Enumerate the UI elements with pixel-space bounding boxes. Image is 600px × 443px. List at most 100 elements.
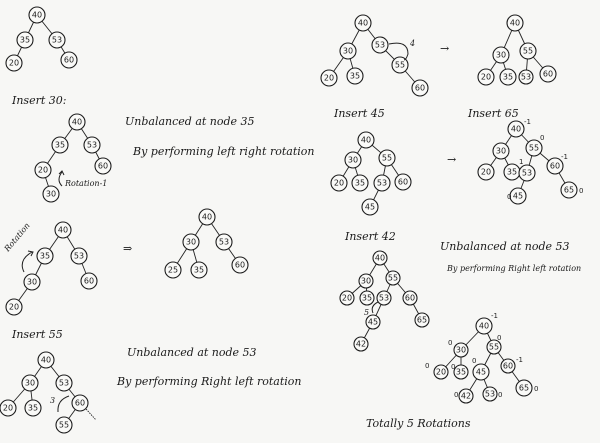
tree-node: 53	[215, 233, 233, 251]
tree-node: 45	[361, 198, 379, 216]
tree-node: 25	[164, 261, 182, 279]
svg-text:35: 35	[456, 368, 466, 377]
svg-text:35: 35	[362, 294, 372, 303]
arrowhead-icon	[27, 250, 34, 257]
tree-node: 60	[546, 157, 564, 175]
rotation-arrow-icon	[388, 42, 409, 61]
tree-node: 53	[55, 374, 73, 392]
tree-node: 40	[357, 131, 375, 149]
svg-text:53: 53	[377, 179, 387, 188]
svg-text:40: 40	[358, 19, 368, 28]
tree-node: 53	[518, 164, 536, 182]
tree-node: 20	[339, 290, 355, 306]
tree-node: 55	[525, 139, 543, 157]
tree-node: 65	[560, 181, 578, 199]
svg-text:53: 53	[59, 379, 69, 388]
insert-55-label: Insert 55	[11, 328, 63, 341]
insert-45-label: Insert 45	[333, 107, 385, 120]
svg-text:60: 60	[75, 399, 85, 408]
svg-text:53: 53	[52, 36, 62, 45]
svg-text:55: 55	[382, 154, 392, 163]
svg-text:65: 65	[519, 384, 529, 393]
rotation-1-label: Rotation-1	[64, 179, 107, 188]
tree-after-insert-65: 40 30 55 20 35 53 60 45 65 -1 0 1 -1 0 0	[477, 118, 583, 205]
tree-node: 30	[23, 273, 41, 291]
svg-text:60: 60	[503, 362, 513, 371]
tree-node: 42	[353, 336, 369, 352]
svg-text:35: 35	[507, 168, 517, 177]
tree-node: 40	[54, 221, 72, 239]
tree-node: 35	[503, 163, 521, 181]
tree-node: 40	[354, 14, 372, 32]
balance-factor: -1	[561, 153, 568, 161]
tree-node: 30	[344, 151, 362, 169]
tree-node: 35	[51, 136, 69, 154]
svg-text:53: 53	[485, 390, 495, 399]
tree-node: 20	[34, 161, 52, 179]
svg-text:45: 45	[513, 192, 523, 201]
arrow-right-2: →	[447, 153, 456, 166]
svg-text:35: 35	[194, 266, 204, 275]
svg-text:55: 55	[523, 47, 533, 56]
svg-text:30: 30	[25, 379, 35, 388]
tree-node: 60	[60, 51, 78, 69]
tree-node: 60	[402, 290, 418, 306]
svg-text:40: 40	[375, 254, 385, 263]
tree-node: 42	[458, 388, 474, 404]
tree-node: 53	[482, 386, 498, 402]
tree-node: 30	[492, 46, 510, 64]
svg-text:35: 35	[40, 252, 50, 261]
svg-text:40: 40	[510, 19, 520, 28]
tree-after-insert-45: 40 30 55 20 35 53 60 45	[330, 131, 412, 216]
tree-rotation-4-after: 40 30 55 20 35 53 60	[477, 14, 557, 86]
svg-text:20: 20	[342, 294, 352, 303]
svg-text:35: 35	[350, 72, 360, 81]
insert-30-label: Insert 30:	[11, 94, 66, 107]
svg-text:30: 30	[456, 346, 466, 355]
rotation-arrow-icon	[21, 251, 33, 273]
tree-rotation-2-after: 40 30 53 25 35 60	[164, 208, 249, 279]
svg-text:53: 53	[219, 238, 229, 247]
svg-text:35: 35	[20, 36, 30, 45]
tree-node: 55	[55, 416, 73, 434]
svg-text:42: 42	[461, 392, 471, 401]
rotation-arrow-icon	[58, 171, 63, 187]
tree-node: 20	[477, 163, 495, 181]
tree-node: 40	[198, 208, 216, 226]
total-rotations-text: Totally 5 Rotations	[366, 417, 471, 430]
svg-text:20: 20	[481, 73, 491, 82]
tree-node: 40	[475, 317, 493, 335]
balance-factor: -1	[524, 118, 531, 126]
tree-initial: 40 35 53 20 60	[5, 6, 78, 72]
rotation-arrow-icon	[371, 301, 379, 314]
balance-factor: 0	[454, 391, 458, 399]
tree-node: 55	[519, 42, 537, 60]
balance-factor: 0	[448, 339, 452, 347]
svg-text:20: 20	[334, 179, 344, 188]
arrow-right-1: →	[440, 42, 449, 55]
balance-factor: 0	[472, 357, 476, 365]
svg-text:65: 65	[417, 316, 427, 325]
balance-factor: 0	[540, 134, 544, 142]
rotation-arrow-icon	[57, 395, 70, 413]
tree-node: 30	[339, 42, 357, 60]
tree-node: 55	[391, 56, 409, 74]
tree-rotation-4-before: 40 30 53 20 35 55 60 4	[320, 14, 429, 97]
tree-node: 60	[71, 394, 89, 412]
tree-after-insert-55: 40 30 53 20 35 60 55 3	[0, 351, 97, 434]
tree-node: 30	[492, 142, 510, 160]
arrowhead-icon	[58, 170, 65, 176]
svg-text:40: 40	[58, 226, 68, 235]
balance-factor: 0	[507, 193, 511, 201]
svg-text:45: 45	[476, 368, 486, 377]
svg-text:20: 20	[3, 404, 13, 413]
tree-node: 35	[453, 364, 469, 380]
rotation-2-label: Rotation	[2, 221, 32, 254]
svg-text:40: 40	[41, 356, 51, 365]
tree-final: 40 30 55 20 35 45 60 42 53 65 -1 0 0 0 0…	[425, 312, 538, 404]
svg-text:60: 60	[64, 56, 74, 65]
tree-node: 35	[351, 174, 369, 192]
svg-text:35: 35	[503, 73, 513, 82]
